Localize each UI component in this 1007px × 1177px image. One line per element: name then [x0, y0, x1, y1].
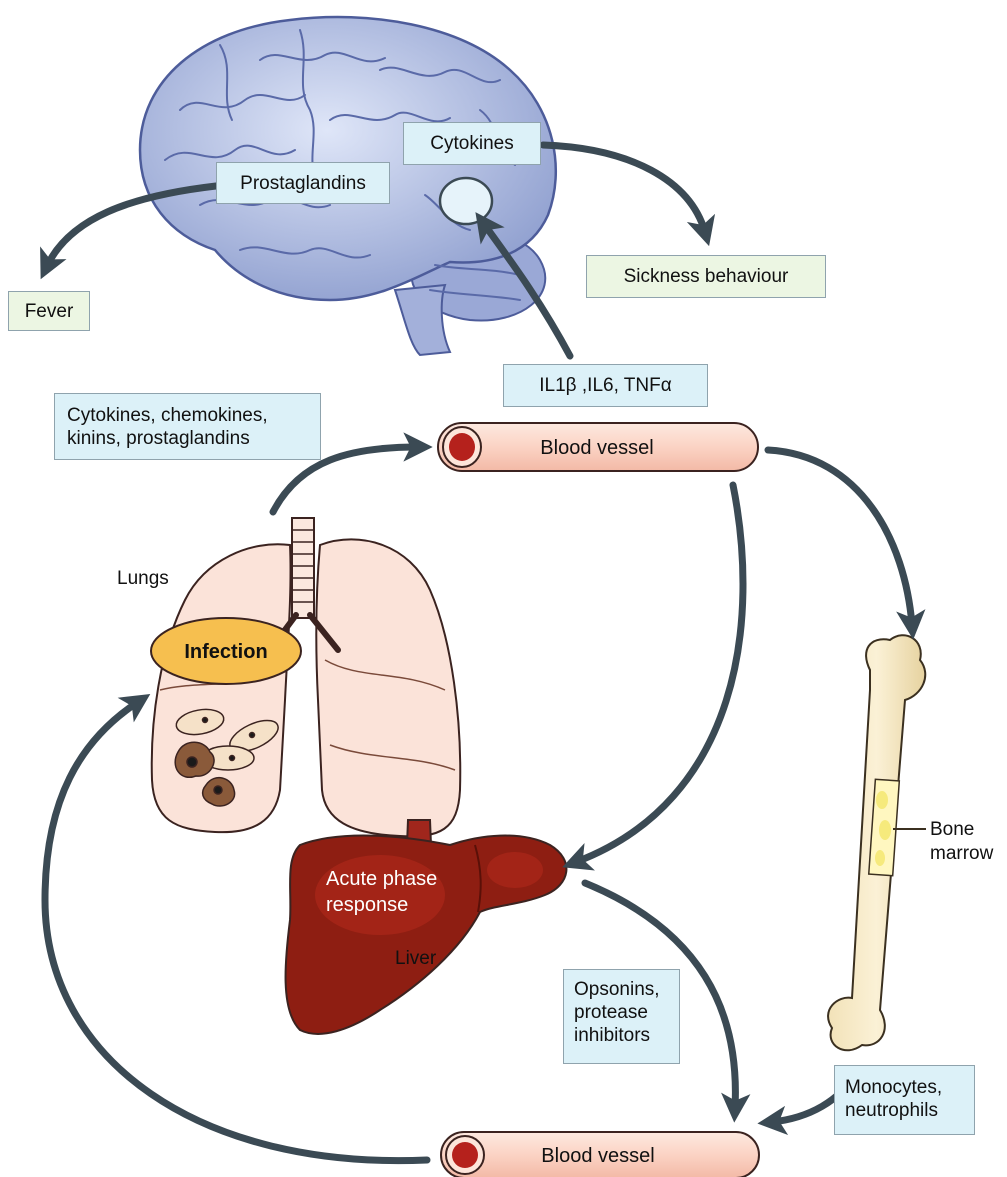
- bone-illustration: [828, 635, 926, 1050]
- monocytes-box: Monocytes, neutrophils: [834, 1065, 975, 1135]
- hypothalamus-spot: [440, 178, 492, 224]
- lungs-label: Lungs: [117, 568, 169, 589]
- blood-vessel-top-label: Blood vessel: [540, 437, 653, 459]
- cytokines-box: Cytokines: [403, 122, 541, 165]
- prostaglandins-box: Prostaglandins: [216, 162, 390, 204]
- bone-marrow-line-1: Bone: [930, 819, 974, 840]
- trachea: [292, 518, 314, 618]
- il-cytokines-box: IL1β ,IL6, TNFα: [503, 364, 708, 407]
- brain-stem: [395, 285, 450, 355]
- liver-illustration: [286, 820, 567, 1034]
- lung-signals-box: Cytokines, chemokines, kinins, prostagla…: [54, 393, 321, 460]
- arrow-cytokines-to-sickness: [543, 145, 705, 232]
- bone-marrow-label: Bone marrow: [930, 819, 994, 864]
- acute-phase-line-2: response: [326, 894, 408, 916]
- arrow-vessel-to-bone: [768, 450, 912, 625]
- liver-label: Liver: [395, 948, 437, 969]
- infection-label: Infection: [184, 641, 267, 663]
- acute-phase-line-1: Acute phase: [326, 868, 437, 890]
- fever-box: Fever: [8, 291, 90, 331]
- sickness-behaviour-box: Sickness behaviour: [586, 255, 826, 298]
- arrow-vessel-to-liver: [576, 485, 743, 862]
- bone-marrow-line-2: marrow: [930, 843, 994, 864]
- opsonins-box: Opsonins, protease inhibitors: [563, 969, 680, 1064]
- blood-vessel-bottom-label: Blood vessel: [541, 1145, 654, 1167]
